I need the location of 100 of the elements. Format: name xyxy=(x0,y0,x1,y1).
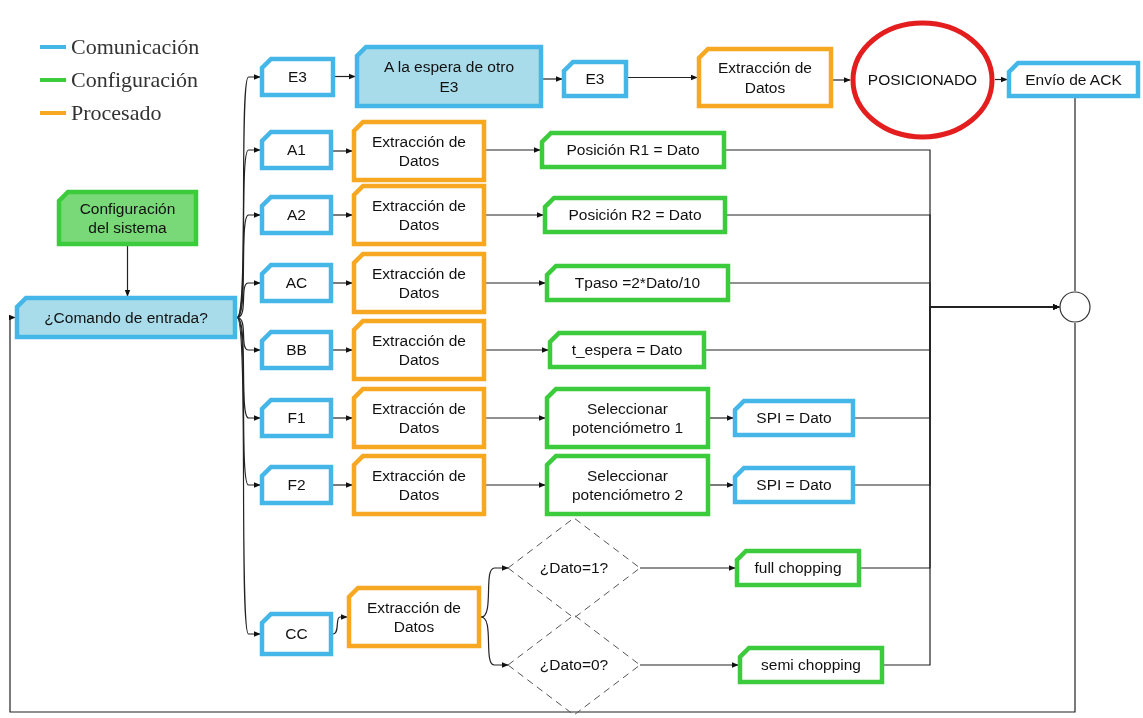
process-box xyxy=(545,454,710,516)
process-box xyxy=(543,196,727,234)
arrow xyxy=(485,347,549,353)
arrow xyxy=(332,212,353,218)
node-text: Tpaso =2*Dato/10 xyxy=(574,273,701,293)
arrow xyxy=(332,614,348,635)
process-box xyxy=(260,465,333,505)
arrow xyxy=(639,662,739,668)
node-text: Extracción de Datos xyxy=(371,398,467,438)
node-text: SPI = Dato xyxy=(756,408,832,428)
process-box xyxy=(260,612,333,656)
node-text: A1 xyxy=(287,140,306,160)
arrow xyxy=(709,415,734,421)
process-box xyxy=(1007,61,1140,98)
arrow xyxy=(485,280,546,286)
process-box xyxy=(545,264,730,302)
arrow xyxy=(236,316,261,353)
arrow xyxy=(332,280,353,286)
node-text: Seleccionar potenciómetro 1 xyxy=(570,398,685,438)
node-text: AC xyxy=(285,273,308,293)
node-text: Extracción de Datos xyxy=(371,195,467,235)
process-box xyxy=(260,398,333,438)
legend-label: Configuración xyxy=(71,66,199,93)
arrow xyxy=(709,482,734,488)
arrow xyxy=(542,76,563,82)
arrow xyxy=(480,565,509,618)
process-box xyxy=(355,45,543,108)
legend-label: Procesado xyxy=(71,99,162,126)
state-circle xyxy=(850,20,995,140)
process-box xyxy=(697,47,833,108)
arrow xyxy=(485,212,544,218)
arrow xyxy=(124,245,131,297)
arrow xyxy=(8,314,1076,713)
arrow xyxy=(627,74,698,81)
process-box xyxy=(352,184,486,246)
process-box xyxy=(57,190,198,246)
node-text: SPI = Dato xyxy=(756,475,832,495)
arrow xyxy=(334,73,356,80)
node-text: ¿Comando de entrada? xyxy=(44,307,208,328)
node-text: semi chopping xyxy=(761,655,861,675)
node-text: POSICIONADO xyxy=(867,70,978,90)
arrow xyxy=(236,212,261,319)
node-text: ¿Dato=0? xyxy=(539,655,609,675)
process-box xyxy=(545,387,710,449)
node-text: t_espera = Dato xyxy=(571,340,683,360)
node-text: E3 xyxy=(585,69,605,89)
arrow xyxy=(332,482,353,488)
node-text: Extracción de Datos xyxy=(371,263,467,303)
arrow xyxy=(639,565,736,571)
node-text: Seleccionar potenciómetro 2 xyxy=(570,465,685,505)
arrow xyxy=(236,280,261,319)
process-box xyxy=(352,387,486,449)
process-box xyxy=(352,319,486,381)
process-box xyxy=(15,296,237,339)
process-box xyxy=(540,131,726,169)
arrow xyxy=(485,482,546,488)
arrow xyxy=(332,347,353,353)
node-text: full chopping xyxy=(754,558,842,578)
process-box xyxy=(352,252,486,314)
node-text: Posición R1 = Dato xyxy=(566,140,700,160)
process-box xyxy=(562,60,628,98)
arrow xyxy=(332,148,353,154)
process-box xyxy=(260,130,333,170)
arrow xyxy=(236,316,261,488)
legend-label: Comunicación xyxy=(71,33,200,60)
process-box xyxy=(738,646,884,684)
process-box xyxy=(352,120,486,182)
node-text: Configuración del sistema xyxy=(78,198,177,238)
junction-circle xyxy=(1059,291,1091,323)
node-text: BB xyxy=(286,340,307,360)
process-box xyxy=(352,454,486,516)
arrow xyxy=(994,76,1008,83)
arrow xyxy=(832,77,851,83)
connector-line xyxy=(1074,97,1076,292)
process-box xyxy=(260,330,333,370)
node-text: Envío de ACK xyxy=(1025,69,1122,90)
arrow xyxy=(485,147,541,153)
node-text: Extracción de Datos xyxy=(371,465,467,505)
node-text: E3 xyxy=(288,67,307,87)
node-text: Extracción de Datos xyxy=(717,58,813,97)
decision-diamond xyxy=(508,518,640,618)
arrow xyxy=(236,316,261,421)
process-box xyxy=(733,399,855,437)
process-box xyxy=(347,586,481,648)
process-box xyxy=(260,195,333,235)
node-text: CC xyxy=(285,624,308,644)
decision-diamond xyxy=(508,615,640,715)
process-box xyxy=(548,331,706,369)
arrow xyxy=(480,616,509,668)
process-box xyxy=(735,549,861,587)
arrow xyxy=(332,415,353,421)
process-box xyxy=(260,263,333,303)
node-text: A2 xyxy=(287,205,306,225)
node-text: Extracción de Datos xyxy=(366,597,462,637)
node-text: F2 xyxy=(287,475,306,495)
node-text: ¿Dato=1? xyxy=(539,558,609,578)
process-box xyxy=(260,57,335,97)
node-text: A la espera de otro E3 xyxy=(382,57,516,96)
node-text: Extracción de Datos xyxy=(371,131,467,171)
node-text: F1 xyxy=(287,408,306,428)
